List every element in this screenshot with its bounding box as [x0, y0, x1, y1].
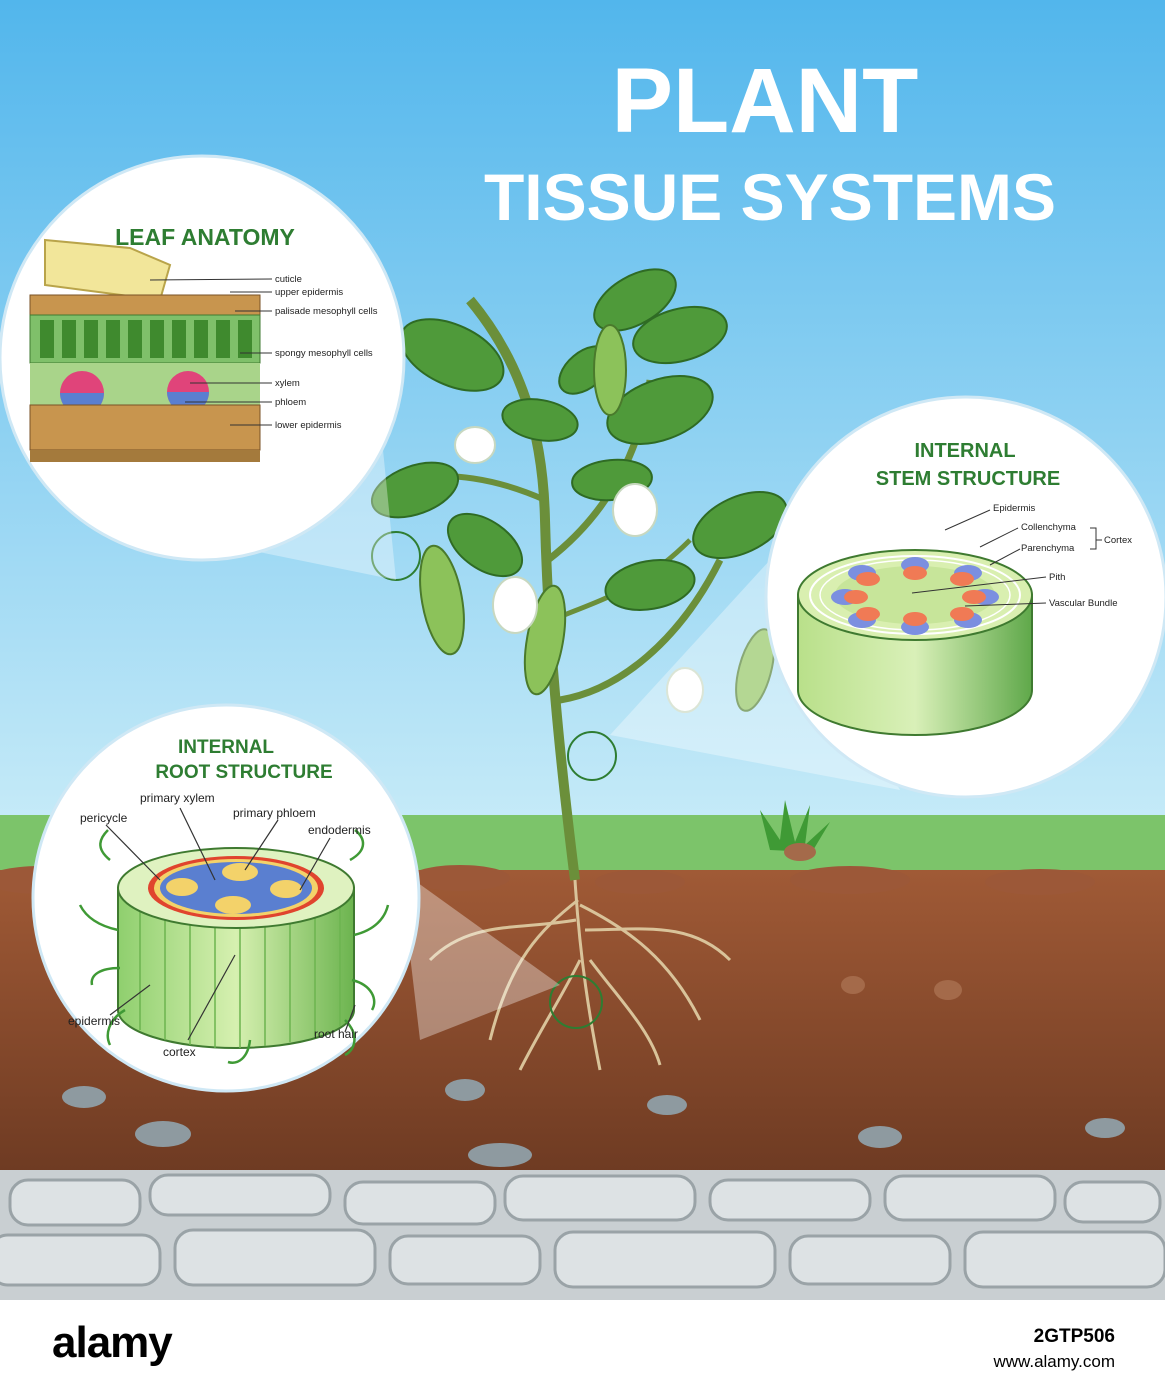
- stem-label-collenchyma: Collenchyma: [1021, 522, 1077, 533]
- site-url: www.alamy.com: [993, 1352, 1115, 1371]
- leaf-heading: LEAF ANATOMY: [115, 224, 295, 250]
- pebbles: [62, 976, 1125, 1167]
- roots: [428, 879, 732, 1071]
- leaf-anatomy-panel: LEAF ANATOMY: [0, 154, 406, 562]
- root-label-primary-phloem: primary phloem: [233, 806, 316, 820]
- root-label-epidermis: epidermis: [68, 1014, 120, 1028]
- root-label-primary-xylem: primary xylem: [140, 791, 215, 805]
- stem-heading-line2: STEM STRUCTURE: [876, 468, 1060, 490]
- stem-cylinder-illustration: [797, 549, 1033, 736]
- leaf-label-upper-epidermis: upper epidermis: [275, 287, 343, 298]
- bedrock-stones: [0, 1173, 1165, 1289]
- grass-tuft: [760, 800, 830, 861]
- diagram-canvas: PLANT TISSUE SYSTEMS LEAF ANATOMY: [0, 0, 1165, 1300]
- plant: [370, 268, 788, 881]
- title-line1: PLANT: [612, 50, 919, 152]
- leaf-label-palisade: palisade mesophyll cells: [275, 306, 378, 317]
- stem-label-cortex: Cortex: [1104, 535, 1132, 546]
- stem-label-vascular-bundle: Vascular Bundle: [1049, 598, 1117, 609]
- root-heading-line1: INTERNAL: [178, 737, 274, 758]
- leaf-label-lower-epidermis: lower epidermis: [275, 420, 342, 431]
- leaf-label-spongy: spongy mesophyll cells: [275, 348, 373, 359]
- footer-bar: [0, 1300, 1165, 1390]
- root-cylinder-illustration: [78, 829, 390, 1064]
- zoom-markers: [371, 531, 617, 1029]
- root-label-root-hair: root hair: [314, 1027, 358, 1041]
- stem-structure-panel: INTERNAL STEM STRUCTURE: [764, 395, 1165, 799]
- stem-heading-line1: INTERNAL: [914, 440, 1015, 462]
- brand-logo: alamy: [52, 1318, 173, 1367]
- root-label-endodermis: endodermis: [308, 823, 371, 837]
- title-line2: TISSUE SYSTEMS: [484, 160, 1056, 234]
- leaf-label-phloem: phloem: [275, 397, 306, 408]
- stem-label-parenchyma: Parenchyma: [1021, 543, 1075, 554]
- root-label-cortex: cortex: [163, 1045, 196, 1059]
- root-heading-line2: ROOT STRUCTURE: [155, 762, 332, 783]
- image-id: 2GTP506: [1033, 1326, 1115, 1347]
- leaf-label-cuticle: cuticle: [275, 274, 302, 285]
- stem-label-pith: Pith: [1049, 572, 1065, 583]
- root-structure-panel: INTERNAL ROOT STRUCTURE: [31, 703, 421, 1093]
- root-label-pericycle: pericycle: [80, 811, 128, 825]
- leaf-label-xylem: xylem: [275, 378, 300, 389]
- stem-label-epidermis: Epidermis: [993, 503, 1035, 514]
- leaf-block-illustration: [29, 238, 261, 462]
